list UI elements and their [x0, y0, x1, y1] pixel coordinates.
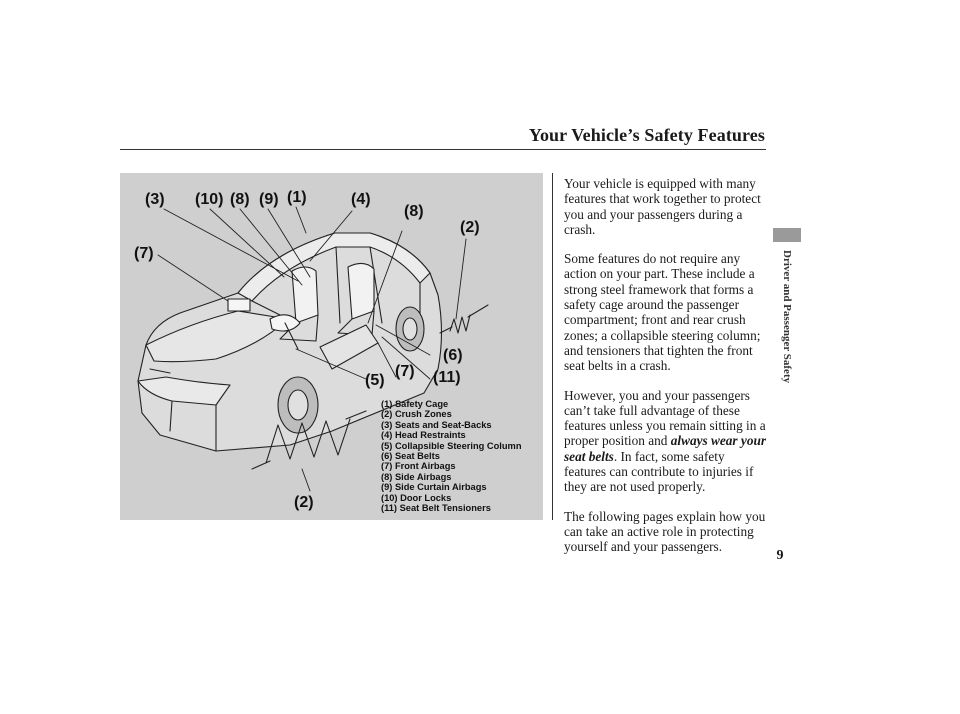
callout-3: (3): [145, 191, 165, 208]
callout-2-top: (2): [460, 219, 480, 236]
title-rule: [120, 149, 766, 150]
callout-6: (6): [443, 347, 463, 364]
callout-1: (1): [287, 189, 307, 206]
paragraph-3-tail: . In fact, some safety features can cont…: [564, 448, 754, 495]
crush-zone-front: [265, 418, 351, 464]
callout-7-bottom: (7): [395, 363, 415, 380]
legend-item: (4) Head Restraints: [381, 430, 466, 441]
legend-item: (2) Crush Zones: [381, 409, 452, 420]
legend-item: (6) Seat Belts: [381, 451, 440, 462]
paragraph-2: Some features do not require any action …: [564, 251, 761, 374]
legend-item: (7) Front Airbags: [381, 461, 456, 472]
paragraph-3-text: However, you and your passengers can’t t…: [564, 387, 766, 449]
column-divider: [552, 173, 553, 520]
callout-2-bottom: (2): [294, 494, 314, 511]
paragraph-4: The following pages explain how you can …: [564, 508, 766, 555]
figure-legend: (1) Safety Cage (2) Crush Zones (3) Seat…: [381, 399, 522, 513]
hood: [145, 310, 289, 363]
front-bumper: [137, 376, 231, 406]
leader-lines: [157, 206, 467, 492]
page-title: Your Vehicle’s Safety Features: [528, 125, 765, 145]
body-text: Your vehicle is equipped with many featu…: [564, 176, 769, 569]
roof-frame: [237, 232, 431, 302]
legend-item: (1) Safety Cage: [381, 399, 449, 409]
emphasis-seat-belts: always wear your seat belts: [564, 433, 767, 464]
callout-4: (4): [351, 191, 371, 208]
section-label-text: Driver and Passenger Safety: [781, 250, 793, 384]
callout-7-left: (7): [134, 245, 154, 262]
section-label: Driver and Passenger Safety: [773, 250, 801, 384]
safety-features-figure: (3) (10) (8) (9) (1) (4) (8) (2) (7) (6)…: [120, 173, 543, 520]
legend-item: (10) Door Locks: [381, 492, 452, 503]
front-seat-right: [347, 262, 375, 320]
callout-8-right: (8): [404, 203, 424, 220]
callout-5: (5): [365, 372, 385, 389]
legend-item: (9) Side Curtain Airbags: [381, 482, 487, 493]
callout-9: (9): [259, 191, 279, 208]
callout-11: (11): [433, 369, 461, 386]
legend-item: (3) Seats and Seat-Backs: [381, 419, 492, 430]
page-number: 9: [776, 548, 784, 563]
car-cutaway-illustration: [137, 206, 489, 492]
paragraph-3: However, you and your passengers can’t t…: [564, 388, 769, 495]
legend-item: (5) Collapsible Steering Column: [381, 440, 522, 451]
paragraph-1: Your vehicle is equipped with many featu…: [564, 176, 761, 237]
callout-10: (10): [195, 191, 224, 208]
crush-zone-rear: [449, 314, 471, 334]
front-seat-left: [291, 266, 319, 324]
legend-item: (11) Seat Belt Tensioners: [381, 503, 491, 514]
section-tab: [773, 228, 801, 242]
airbag-module: [227, 298, 251, 312]
legend-item: (8) Side Airbags: [381, 471, 452, 482]
callout-8-top: (8): [230, 191, 250, 208]
